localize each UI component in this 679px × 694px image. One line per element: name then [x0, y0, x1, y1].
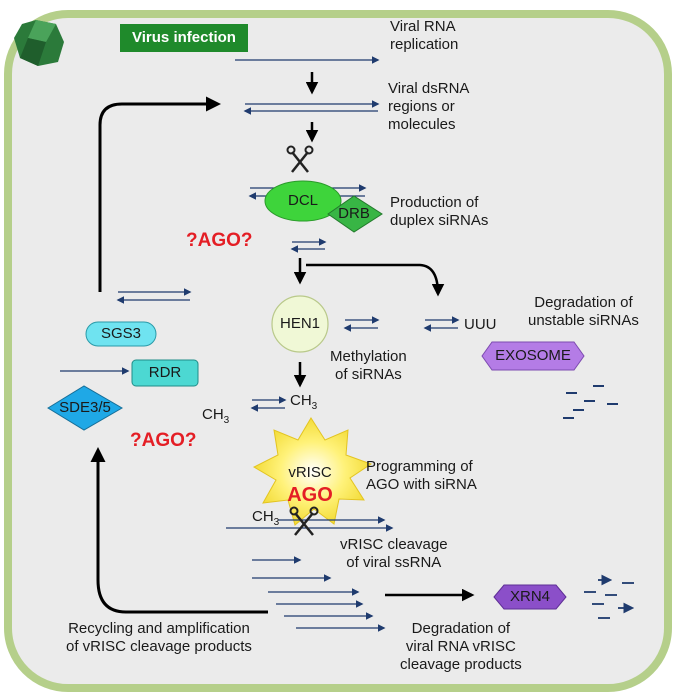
vrisc-star	[252, 417, 373, 526]
hen1-label: HEN1	[279, 315, 320, 332]
rdr-label: RDR	[148, 364, 182, 381]
drb-node	[327, 195, 383, 233]
xrn4-node	[493, 584, 567, 610]
rdr-node	[131, 359, 199, 387]
recycling-loop-arrow	[90, 447, 268, 614]
cleavage-products	[252, 556, 386, 632]
label-vrisc-cleavage: vRISC cleavage of viral ssRNA	[340, 536, 448, 571]
ago-label: AGO	[287, 484, 333, 506]
label-production-duplex: Production of duplex siRNAs	[390, 194, 489, 229]
scissors-icon	[286, 145, 314, 173]
sde-node	[47, 385, 123, 431]
label-ch3-main: CH3	[290, 392, 318, 412]
label-methylation: Methylation of siRNAs	[330, 348, 407, 383]
sde-label: SDE3/5	[59, 399, 111, 416]
sgs3-node	[85, 321, 157, 347]
label-uuu: UUU	[464, 316, 497, 333]
exosome-label: EXOSOME	[495, 347, 571, 364]
label-viral-rna-replication: Viral RNA replication	[390, 18, 459, 53]
drb-label: DRB	[338, 205, 370, 222]
ago-question-top: ?AGO?	[186, 230, 253, 251]
label-degradation-unstable: Degradation of unstable siRNAs	[528, 294, 639, 329]
label-ch3-left: CH3	[202, 406, 230, 426]
virus-infection-badge: Virus infection	[120, 24, 248, 52]
virus-particle-icon	[14, 20, 64, 66]
xrn4-fragments	[584, 574, 635, 619]
label-degradation-viral: Degradation of viral RNA vRISC cleavage …	[400, 620, 522, 673]
label-ch3-bottom: CH3	[252, 508, 280, 528]
degradation-branch-arrow	[306, 263, 445, 297]
label-viral-dsrna: Viral dsRNA regions or molecules	[388, 80, 470, 133]
xrn4-label: XRN4	[509, 588, 550, 605]
exosome-node	[481, 341, 585, 371]
dcl-label: DCL	[287, 192, 318, 209]
dcl-node	[264, 180, 342, 222]
vrisc-label: vRISC	[288, 464, 332, 481]
hen1-node	[271, 295, 329, 353]
label-recycling: Recycling and amplification of vRISC cle…	[66, 620, 252, 655]
sgs3-label: SGS3	[100, 325, 142, 342]
label-programming: Programming of AGO with siRNA	[366, 458, 477, 493]
ago-question-left: ?AGO?	[130, 430, 197, 451]
cell-panel	[4, 10, 672, 692]
amplification-loop-arrow	[98, 96, 221, 292]
degraded-fragments	[563, 385, 618, 419]
scissors-icon	[289, 506, 319, 536]
